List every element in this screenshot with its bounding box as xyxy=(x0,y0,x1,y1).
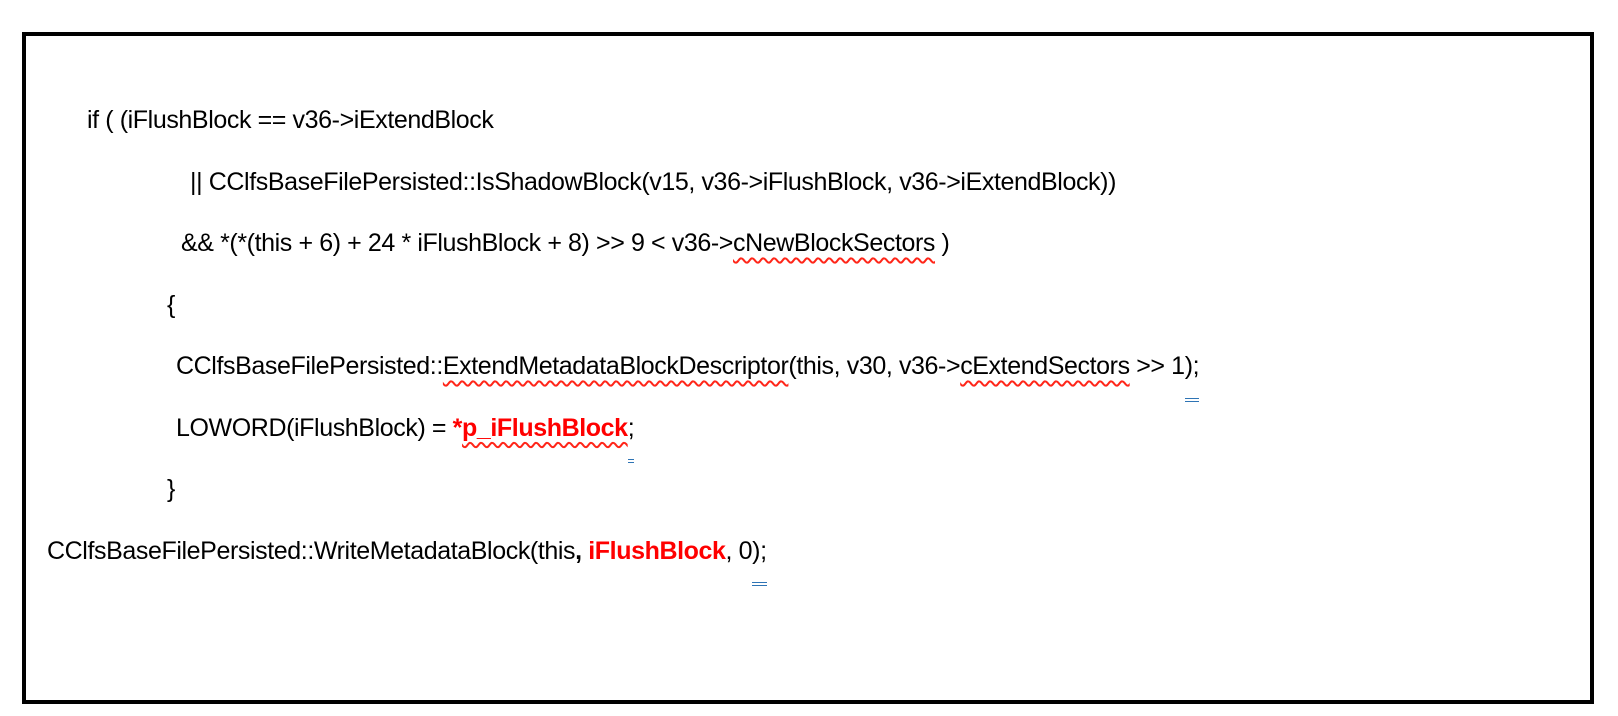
code-line: || CClfsBaseFilePersisted::IsShadowBlock… xyxy=(26,152,1590,214)
code-segment: CClfsBaseFilePersisted::WriteMetadataBlo… xyxy=(47,536,576,565)
code-segment: cNewBlockSectors xyxy=(733,229,936,257)
code-segment: ; xyxy=(627,398,635,463)
code-line: CClfsBaseFilePersisted::WriteMetadataBlo… xyxy=(26,521,1590,586)
code-segment: * xyxy=(452,413,463,442)
code-segment: ExtendMetadataBlockDescriptor xyxy=(442,352,789,380)
code-segment: && *(*(this + 6) + 24 * iFlushBlock + 8)… xyxy=(181,229,734,257)
code-line: CClfsBaseFilePersisted::ExtendMetadataBl… xyxy=(26,336,1590,402)
code-segment: cExtendSectors xyxy=(960,352,1130,380)
code-segment: >> 1 xyxy=(1129,352,1185,380)
code-segment: if ( (iFlushBlock == v36->iExtendBlock xyxy=(87,106,494,134)
code-line: if ( (iFlushBlock == v36->iExtendBlock xyxy=(26,90,1590,152)
code-segment: ); xyxy=(1184,336,1200,402)
code-segment: , 0 xyxy=(725,536,753,565)
code-line: } xyxy=(26,459,1590,521)
code-segment: CClfsBaseFilePersisted:: xyxy=(176,352,443,380)
code-line: LOWORD(iFlushBlock) = *p_iFlushBlock; xyxy=(26,398,1590,463)
document-page: if ( (iFlushBlock == v36->iExtendBlock ||… xyxy=(22,32,1594,704)
code-segment: ) xyxy=(935,229,950,257)
code-segment: , xyxy=(575,536,582,565)
code-segment: ); xyxy=(752,521,767,586)
code-segment: p_iFlushBlock xyxy=(462,413,628,442)
code-segment: { xyxy=(167,290,175,319)
code-segment: (this, v30, v36-> xyxy=(788,352,961,380)
code-segment: || CClfsBaseFilePersisted::IsShadowBlock… xyxy=(190,167,1117,196)
code-segment: LOWORD(iFlushBlock) = xyxy=(176,413,453,442)
code-segment: iFlushBlock xyxy=(588,536,726,565)
code-segment: } xyxy=(167,475,175,503)
code-block: if ( (iFlushBlock == v36->iExtendBlock ||… xyxy=(26,36,1590,586)
code-line: && *(*(this + 6) + 24 * iFlushBlock + 8)… xyxy=(26,213,1590,275)
code-line: { xyxy=(26,275,1590,337)
